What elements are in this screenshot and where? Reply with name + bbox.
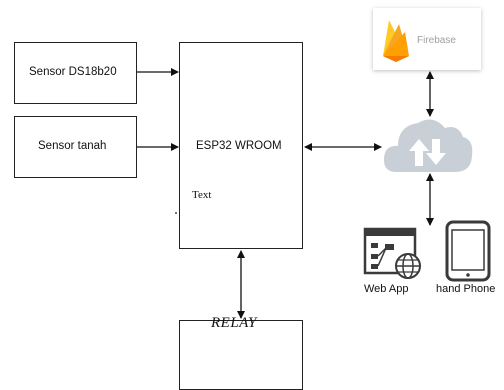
connection-diagram (137, 68, 491, 319)
cloud-upload-download-icon (383, 119, 473, 172)
web-app-label: Web App (364, 283, 409, 295)
smartphone-icon (445, 220, 491, 282)
esp32-note: Text (192, 189, 212, 201)
sensor-tanah-label: Sensor tanah (38, 140, 107, 152)
firebase-label: Firebase (417, 35, 456, 46)
sensor-ds18b20-box (14, 42, 137, 104)
firebase-flame-icon (383, 20, 409, 62)
esp32-label: ESP32 WROOM (196, 140, 282, 152)
relay-box (179, 320, 303, 390)
sensor-tanah-box (14, 116, 137, 178)
firebase-card: Firebase (373, 8, 481, 70)
sensor-ds18b20-label: Sensor DS18b20 (29, 66, 117, 78)
web-app-window-globe-icon (363, 227, 421, 279)
esp32-box (179, 42, 303, 249)
relay-label: RELAY (211, 315, 257, 331)
stray-dot (175, 212, 177, 214)
hand-phone-label: hand Phone (436, 283, 496, 295)
